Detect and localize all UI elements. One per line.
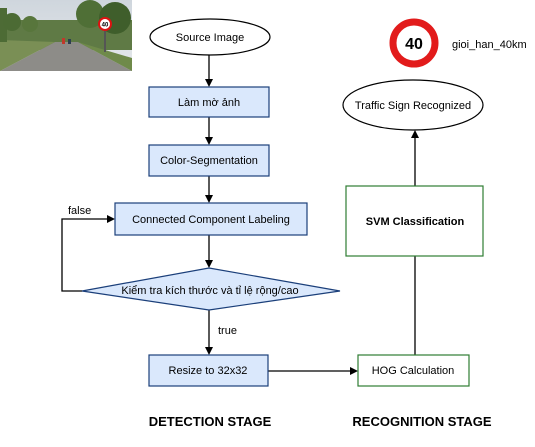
- source-image-label: Source Image: [176, 32, 244, 44]
- recognition-stage-label: RECOGNITION STAGE: [352, 414, 491, 429]
- photo-sign-number: 40: [102, 23, 109, 29]
- resize-label: Resize to 32x32: [169, 365, 248, 377]
- node-color-segmentation: Color-Segmentation: [148, 144, 270, 177]
- node-recognized: Traffic Sign Recognized: [342, 79, 484, 131]
- node-ccl: Connected Component Labeling: [114, 202, 308, 236]
- false-edge-label: false: [68, 205, 91, 217]
- node-hog: HOG Calculation: [357, 354, 470, 387]
- svm-label: SVM Classification: [366, 216, 465, 228]
- node-check-size-decision: Kiểm tra kích thước và tỉ lệ rộng/cao: [81, 267, 341, 311]
- check-size-label: Kiểm tra kích thước và tỉ lệ rộng/cao: [121, 285, 298, 297]
- sign-number: 40: [405, 36, 423, 53]
- ccl-label: Connected Component Labeling: [132, 214, 290, 226]
- speed-limit-sign: 40: [389, 18, 439, 68]
- speed-limit-sign-icon: [389, 18, 439, 68]
- node-source-image: Source Image: [149, 18, 271, 56]
- recognized-label: Traffic Sign Recognized: [355, 100, 471, 112]
- hog-label: HOG Calculation: [372, 365, 455, 377]
- blur-label: Làm mờ ảnh: [178, 97, 240, 109]
- edge-check-false-loop: [61, 215, 115, 292]
- sign-class-label: gioi_han_40km: [452, 39, 527, 51]
- node-blur: Làm mờ ảnh: [148, 86, 270, 118]
- node-resize: Resize to 32x32: [148, 354, 269, 387]
- photo-sign-icon: [98, 17, 112, 31]
- color-segmentation-label: Color-Segmentation: [160, 155, 258, 167]
- source-photo: 40: [0, 0, 132, 71]
- detection-stage-label: DETECTION STAGE: [149, 414, 272, 429]
- node-svm: SVM Classification: [345, 185, 484, 257]
- true-edge-label: true: [218, 325, 237, 337]
